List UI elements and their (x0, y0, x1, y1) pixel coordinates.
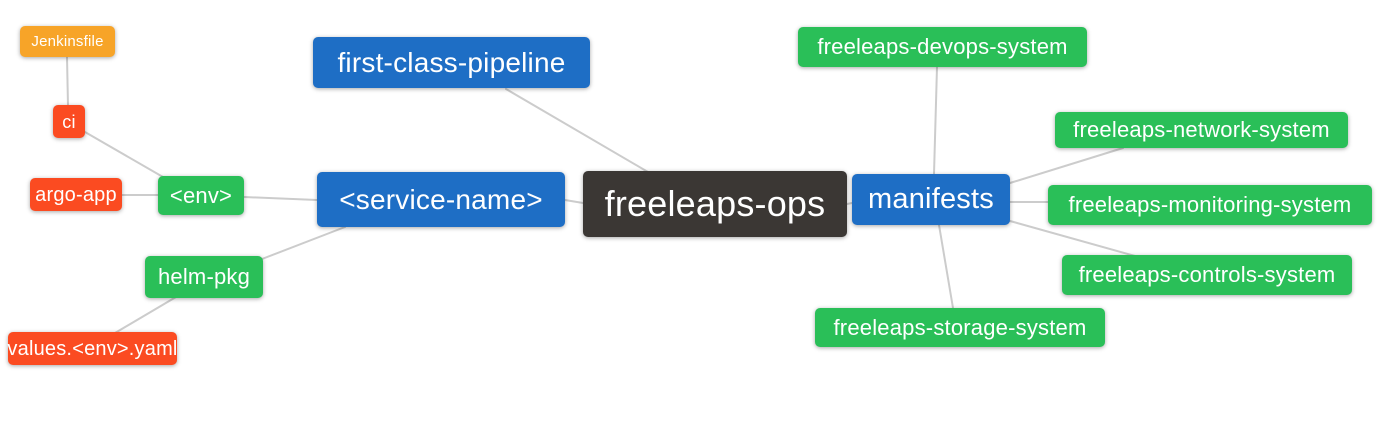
edge-manifests-to-freeleaps-controls-system (1009, 220, 1136, 257)
edge-service-name-to-freeleaps-ops (564, 199, 584, 204)
node-service-name[interactable]: <service-name> (317, 172, 565, 227)
node-argo-app[interactable]: argo-app (30, 178, 122, 211)
edge-jenkinsfile-to-ci (66, 56, 69, 107)
edge-manifests-to-freeleaps-network-system (1009, 147, 1124, 184)
node-freeleaps-devops-system[interactable]: freeleaps-devops-system (798, 27, 1087, 67)
edge-freeleaps-ops-to-manifests (846, 202, 853, 205)
edge-helm-pkg-to-service-name (261, 226, 346, 260)
node-manifests[interactable]: manifests (852, 174, 1010, 225)
node-freeleaps-network-system[interactable]: freeleaps-network-system (1055, 112, 1348, 148)
edge-manifests-to-freeleaps-storage-system (938, 224, 954, 309)
edge-manifests-to-freeleaps-devops-system (933, 66, 938, 175)
node-freeleaps-controls-system[interactable]: freeleaps-controls-system (1062, 255, 1352, 295)
node-values-env-yaml[interactable]: values.<env>.yaml (7, 332, 177, 365)
node-env[interactable]: <env> (158, 176, 244, 215)
node-ci[interactable]: ci (53, 105, 85, 138)
node-first-class-pipeline[interactable]: first-class-pipeline (313, 37, 590, 88)
node-jenkinsfile[interactable]: Jenkinsfile (20, 26, 115, 57)
node-freeleaps-storage-system[interactable]: freeleaps-storage-system (815, 308, 1105, 347)
node-helm-pkg[interactable]: helm-pkg (145, 256, 263, 298)
node-freeleaps-monitoring-system[interactable]: freeleaps-monitoring-system (1048, 185, 1372, 225)
edge-env-to-service-name (243, 196, 318, 201)
edge-ci-to-env (84, 131, 164, 178)
node-freeleaps-ops[interactable]: freeleaps-ops (583, 171, 847, 237)
edge-values-env-yaml-to-helm-pkg (114, 296, 177, 334)
edge-first-class-pipeline-to-freeleaps-ops (505, 88, 649, 173)
